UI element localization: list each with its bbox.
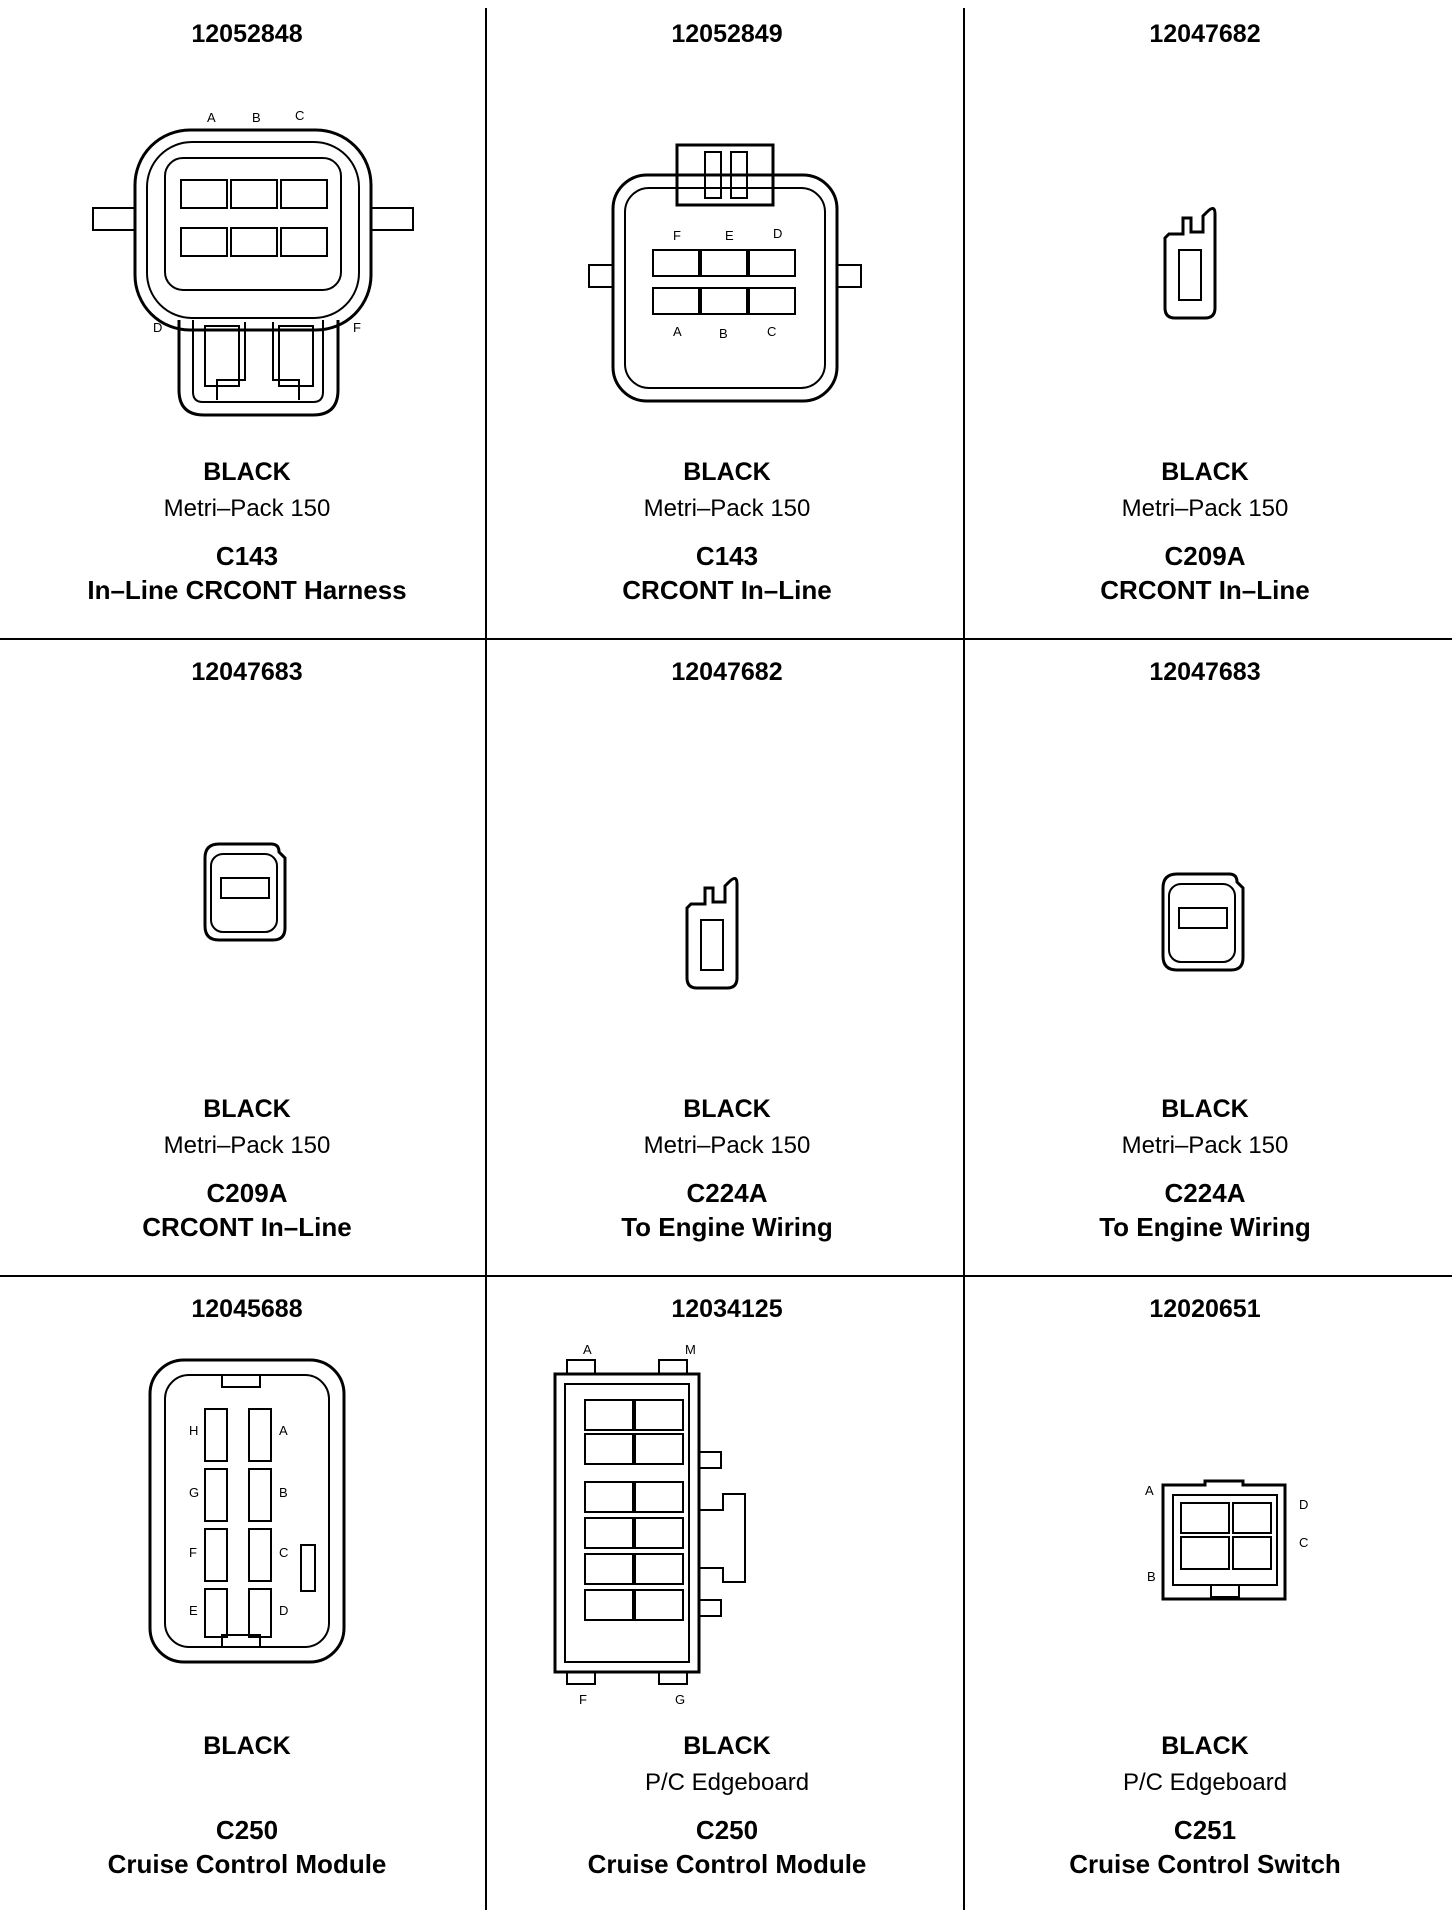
- connector-card: 12052849 F E D A B C: [487, 0, 967, 636]
- connector-color: BLACK: [1161, 1732, 1249, 1760]
- connector-description: To Engine Wiring: [621, 1212, 833, 1242]
- connector-color: BLACK: [203, 1732, 291, 1760]
- connector-card: 12052848 A B C: [7, 0, 487, 636]
- pin-label: C: [279, 1545, 288, 1560]
- part-number: 12052848: [191, 20, 303, 48]
- connector-id: C209A: [206, 1178, 288, 1208]
- connector-6-way-icon: F E D A B C: [527, 130, 927, 450]
- connector-color: BLACK: [1161, 458, 1249, 486]
- connector-color: BLACK: [203, 458, 291, 486]
- connector-color: BLACK: [683, 458, 771, 486]
- connector-id: C224A: [1164, 1178, 1246, 1208]
- connector-id: C251: [1173, 1815, 1237, 1845]
- pin-label: G: [675, 1692, 685, 1707]
- pin-label: D: [279, 1603, 288, 1618]
- connector-edgeboard-icon: A M: [527, 1332, 927, 1707]
- part-number: 12047682: [671, 658, 783, 686]
- connector-1-way-female-icon: [527, 870, 927, 1190]
- connector-description: Cruise Control Switch: [1069, 1849, 1341, 1879]
- pin-label: F: [579, 1692, 587, 1707]
- connector-description: To Engine Wiring: [1099, 1212, 1311, 1242]
- pin-label: E: [725, 228, 734, 243]
- connector-color: BLACK: [1161, 1095, 1249, 1123]
- connector-description: CRCONT In–Line: [142, 1212, 352, 1242]
- pin-label: C: [767, 324, 776, 339]
- pin-label: A: [673, 324, 682, 339]
- connector-type: Metri–Pack 150: [1121, 1132, 1289, 1159]
- part-number: 12034125: [671, 1295, 783, 1323]
- pin-label: B: [252, 110, 261, 125]
- column-divider: [485, 8, 487, 1910]
- pin-label: G: [189, 1485, 199, 1500]
- pin-label: H: [189, 1423, 198, 1438]
- connector-description: In–Line CRCONT Harness: [87, 575, 407, 605]
- connector-description: Cruise Control Module: [587, 1849, 867, 1879]
- connector-1-way-male-icon: [1005, 870, 1405, 1190]
- part-number: 12047683: [191, 658, 303, 686]
- connector-type: Metri–Pack 150: [643, 1132, 811, 1159]
- connector-8-way-module-icon: H A G B F C E D: [47, 1357, 447, 1677]
- connector-id: C143: [215, 541, 279, 571]
- connector-type: P/C Edgeboard: [644, 1769, 810, 1796]
- connector-type: Metri–Pack 150: [643, 495, 811, 522]
- pin-label: C: [295, 108, 304, 123]
- pin-label: A: [1145, 1483, 1154, 1498]
- connector-description: CRCONT In–Line: [622, 575, 832, 605]
- connector-description: CRCONT In–Line: [1100, 575, 1310, 605]
- part-number: 12047683: [1149, 658, 1261, 686]
- pin-label: E: [189, 1603, 198, 1618]
- connector-id: C250: [215, 1815, 279, 1845]
- connector-card: 12047683 BLACK Metri–Pack 150 C209A CRCO…: [7, 640, 487, 1273]
- connector-color: BLACK: [683, 1095, 771, 1123]
- connector-id: C209A: [1164, 541, 1246, 571]
- row-divider: [0, 638, 1452, 640]
- connector-1-way-female-icon: [1005, 200, 1405, 520]
- part-number: 12047682: [1149, 20, 1261, 48]
- pin-label: C: [1299, 1535, 1308, 1550]
- connector-card: 12045688 H A G B F C E: [7, 1277, 487, 1910]
- connector-card: 12047683 BLACK Metri–Pack 150 C224A To E…: [965, 640, 1445, 1273]
- pin-label: M: [685, 1342, 696, 1357]
- connector-color: BLACK: [203, 1095, 291, 1123]
- pin-label: D: [1299, 1497, 1308, 1512]
- connector-card: 12020651 A D C B BLACK P/C Edgeboard C25…: [965, 1277, 1445, 1910]
- connector-type: Metri–Pack 150: [163, 495, 331, 522]
- pin-label: F: [673, 228, 681, 243]
- pin-label: A: [583, 1342, 592, 1357]
- connector-card: 12047682 BLACK Metri–Pack 150 C209A CRCO…: [965, 0, 1445, 636]
- pin-label: B: [1147, 1569, 1156, 1584]
- pin-label: A: [279, 1423, 288, 1438]
- connector-id: C224A: [686, 1178, 768, 1208]
- pin-label: D: [773, 226, 782, 241]
- pin-label: F: [353, 320, 361, 335]
- connector-card: 12034125 A M: [487, 1277, 967, 1910]
- pin-label: A: [207, 110, 216, 125]
- connector-type: Metri–Pack 150: [1121, 495, 1289, 522]
- part-number: 12045688: [191, 1295, 303, 1323]
- connector-type: P/C Edgeboard: [1122, 1769, 1288, 1796]
- connector-card: 12047682 BLACK Metri–Pack 150 C224A To E…: [487, 640, 967, 1273]
- connector-6-way-harness-icon: A B C D F: [47, 100, 447, 420]
- part-number: 12020651: [1149, 1295, 1261, 1323]
- column-divider: [963, 8, 965, 1910]
- pin-label: B: [719, 326, 728, 341]
- pin-label: D: [153, 320, 162, 335]
- pin-label: B: [279, 1485, 288, 1500]
- connector-id: C250: [695, 1815, 759, 1845]
- connector-id: C143: [695, 541, 759, 571]
- connector-1-way-male-icon: [47, 840, 447, 1160]
- connector-color: BLACK: [683, 1732, 771, 1760]
- part-number: 12052849: [671, 20, 783, 48]
- row-divider: [0, 1275, 1452, 1277]
- connector-type: Metri–Pack 150: [163, 1132, 331, 1159]
- connector-4-way-switch-icon: A D C B: [1005, 1457, 1405, 1777]
- pin-label: F: [189, 1545, 197, 1560]
- connector-description: Cruise Control Module: [107, 1849, 387, 1879]
